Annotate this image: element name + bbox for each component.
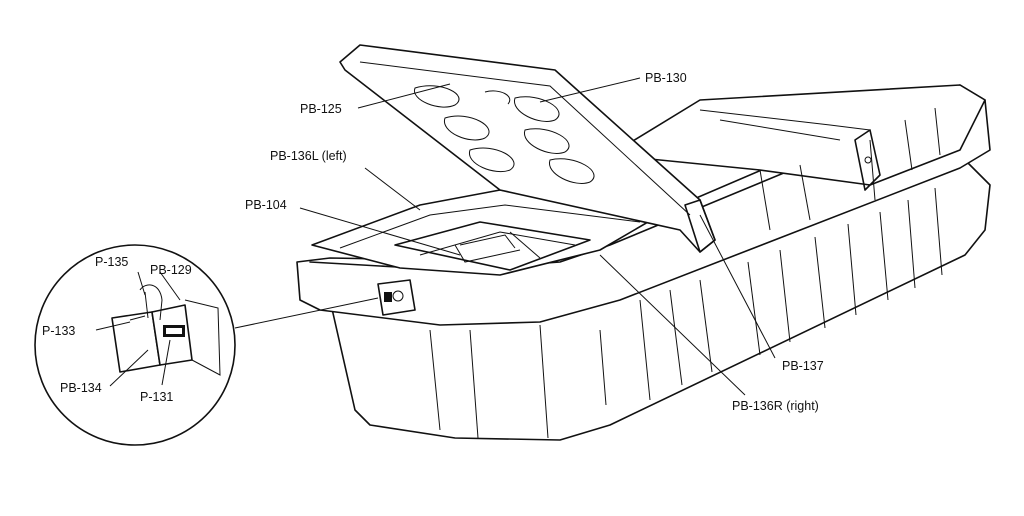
label-pb-129: PB-129 bbox=[150, 263, 192, 277]
label-pb-104: PB-104 bbox=[245, 198, 287, 212]
latch-detail-inset bbox=[34, 244, 236, 446]
label-p-131: P-131 bbox=[140, 390, 173, 404]
front-latch bbox=[377, 279, 416, 316]
label-pb-137: PB-137 bbox=[782, 359, 824, 373]
open-compartment bbox=[311, 189, 661, 276]
label-pb-136l: PB-136L (left) bbox=[270, 149, 347, 163]
label-p-135: P-135 bbox=[95, 255, 128, 269]
label-p-133: P-133 bbox=[42, 324, 75, 338]
label-pb-130: PB-130 bbox=[645, 71, 687, 85]
tray bbox=[394, 221, 591, 271]
label-pb-136r: PB-136R (right) bbox=[732, 399, 819, 413]
leader-lines bbox=[95, 77, 776, 396]
label-pb-134: PB-134 bbox=[60, 381, 102, 395]
part-labels: PB-130 PB-125 PB-136L (left) PB-104 PB-1… bbox=[42, 71, 824, 413]
inset-connector-line bbox=[234, 297, 379, 329]
open-lid bbox=[339, 44, 716, 253]
label-pb-125: PB-125 bbox=[300, 102, 342, 116]
